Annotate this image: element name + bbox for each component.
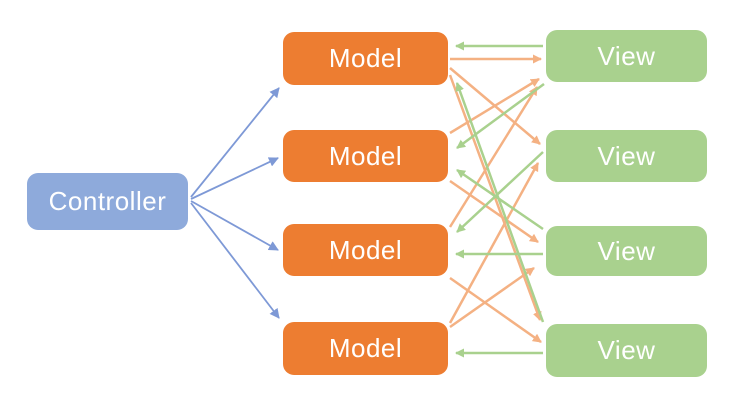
arrow-model-3-to-view-1 — [448, 86, 539, 228]
arrow-view-4-to-model-1 — [455, 82, 545, 323]
model-node-3: Model — [283, 224, 448, 276]
arrow-view-1-to-model-2 — [456, 82, 545, 150]
arrow-model-4-to-view-2 — [448, 162, 540, 324]
model-node-4: Model — [283, 322, 448, 375]
arrow-model-2-to-view-1 — [449, 77, 540, 135]
view-label-4: View — [597, 335, 656, 365]
model-node-1: Model — [283, 32, 448, 85]
model-label-3: Model — [328, 234, 403, 265]
arrows — [190, 41, 545, 358]
controller-node: Controller — [27, 173, 188, 230]
model-label-1: Model — [328, 43, 403, 73]
arrow-controller-to-model-4 — [190, 202, 280, 319]
model-label-4: Model — [328, 333, 403, 363]
view-node-1: View — [546, 30, 707, 82]
model-label-2: Model — [328, 140, 403, 171]
arrow-model-4-to-view-3 — [449, 266, 535, 329]
arrow-controller-to-model-3 — [190, 200, 279, 251]
arrow-model-2-to-view-3 — [449, 179, 539, 244]
arrow-controller-to-model-1 — [190, 87, 280, 198]
view-label-2: View — [597, 140, 656, 171]
arrow-view-2-to-model-3 — [456, 151, 544, 233]
controller-label: Controller — [48, 186, 167, 216]
view-node-2: View — [546, 130, 707, 182]
view-label-1: View — [597, 40, 656, 71]
view-node-3: View — [546, 226, 707, 276]
model-node-2: Model — [283, 130, 448, 182]
arrow-model-3-to-view-4 — [449, 276, 542, 344]
view-label-3: View — [597, 235, 656, 266]
arrow-controller-to-model-2 — [190, 157, 279, 200]
view-node-4: View — [546, 324, 707, 377]
